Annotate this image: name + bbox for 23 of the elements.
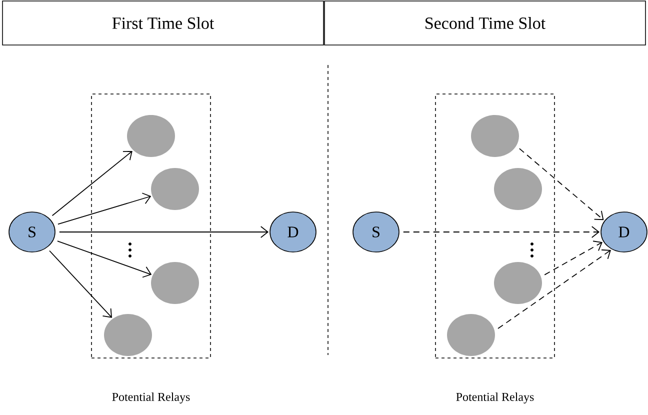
arrow [498, 249, 611, 329]
arrow [402, 226, 600, 238]
relay-circle [127, 115, 175, 157]
relay-circle [494, 262, 542, 304]
relay-circle [151, 168, 199, 210]
arrow [58, 226, 269, 238]
relay-circle [494, 168, 542, 210]
caption: Potential Relays [456, 392, 534, 404]
dashed-box [435, 94, 555, 358]
arrow [56, 240, 152, 278]
arrow [58, 192, 152, 225]
relay-circle [151, 262, 199, 304]
dashed-box [91, 94, 211, 358]
arrow [518, 148, 604, 220]
relay-circle [104, 314, 152, 356]
caption: Potential Relays [112, 392, 190, 404]
arrow [544, 240, 602, 276]
arrow [52, 150, 132, 216]
arrow [49, 250, 112, 318]
relay-circle [447, 314, 495, 356]
header-cell: Second Time Slot [324, 0, 646, 46]
relay-circle [471, 115, 519, 157]
header-cell: First Time Slot [2, 0, 324, 46]
